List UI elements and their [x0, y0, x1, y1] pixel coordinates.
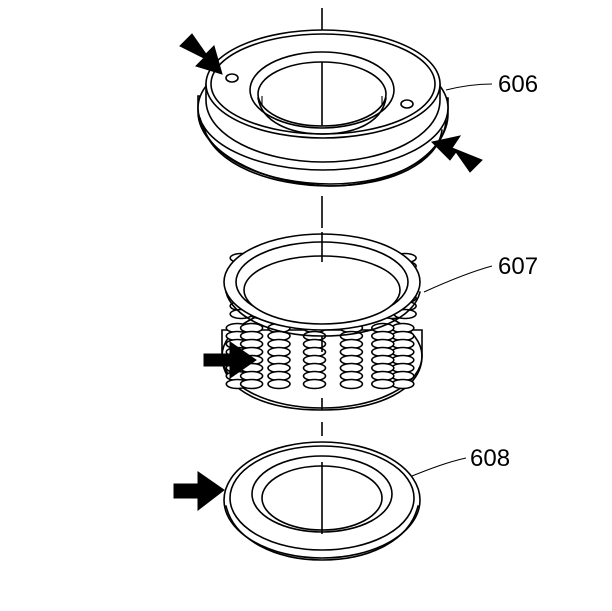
- arrow-606-lower: [430, 135, 483, 173]
- roller-segment: [267, 378, 291, 390]
- roller-segment: [390, 378, 415, 390]
- roller-segment: [302, 378, 327, 390]
- arrow-608: [173, 471, 225, 512]
- arrow-606-upper: [179, 33, 223, 75]
- roller-cage-607: [221, 232, 423, 411]
- leader-lines: [411, 83, 493, 477]
- roller: [390, 322, 415, 390]
- roller: [370, 322, 395, 390]
- arrow-607: [203, 341, 257, 379]
- washer-608: [223, 441, 421, 561]
- roller-segment: [339, 378, 364, 390]
- roller-segment: [370, 378, 395, 390]
- roller-segment: [239, 378, 264, 390]
- callout-606: 606: [498, 71, 538, 98]
- race-606: [197, 29, 449, 187]
- callout-607: 607: [498, 253, 538, 280]
- roller: [302, 322, 327, 390]
- callout-608: 608: [470, 445, 510, 472]
